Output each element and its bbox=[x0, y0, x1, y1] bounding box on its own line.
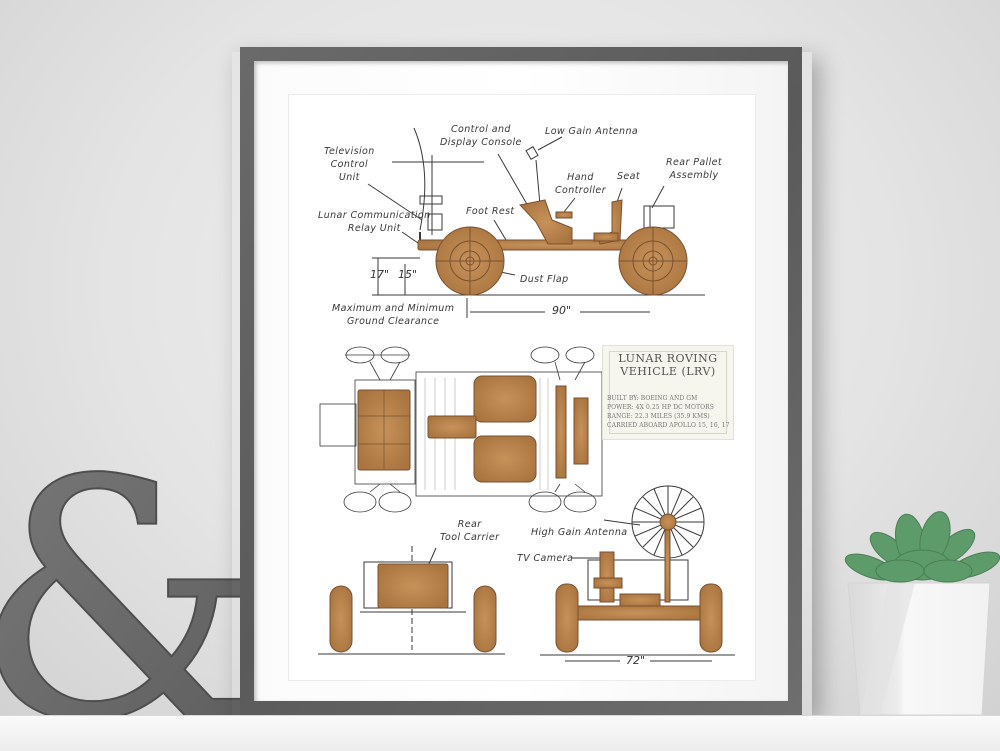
title-line: Vehicle (LRV) bbox=[620, 365, 716, 378]
label-dust-flap: Dust Flap bbox=[520, 274, 569, 285]
label-line: Lunar Communication bbox=[318, 210, 431, 221]
label-line: Display Console bbox=[440, 137, 522, 148]
svg-text:&: & bbox=[0, 410, 260, 750]
label-ground-clearance: Maximum and Minimum Ground Clearance bbox=[332, 302, 454, 328]
info-card-range: Range: 22.3 Miles (35.9 KMs) bbox=[607, 413, 710, 420]
info-card-border bbox=[609, 351, 727, 434]
label-control-display-console: Control and Display Console bbox=[440, 123, 522, 149]
label-line: Television bbox=[324, 146, 375, 157]
label-hand-controller: Hand Controller bbox=[555, 171, 606, 197]
label-line: Rear Pallet bbox=[666, 157, 722, 168]
dim-max-clearance: 17" bbox=[370, 268, 390, 281]
dim-wheelbase: 90" bbox=[552, 304, 572, 317]
label-line: Controller bbox=[555, 185, 606, 196]
label-line: Control bbox=[330, 159, 368, 170]
dim-min-clearance: 15" bbox=[398, 268, 418, 281]
label-television-control-unit: Television Control Unit bbox=[324, 145, 375, 184]
label-lunar-comm-relay-unit: Lunar Communication Relay Unit bbox=[318, 209, 431, 235]
info-card-title: Lunar Roving Vehicle (LRV) bbox=[603, 352, 733, 378]
label-line: Hand bbox=[567, 172, 594, 183]
title-line: Lunar Roving bbox=[618, 352, 718, 365]
label-seat: Seat bbox=[617, 171, 641, 182]
info-card-builder: Built by: Boeing and GM bbox=[607, 395, 698, 402]
info-card: Lunar Roving Vehicle (LRV) Built by: Boe… bbox=[602, 345, 734, 440]
label-line: Tool Carrier bbox=[440, 532, 500, 543]
info-card-missions: Carried aboard Apollo 15, 16, 17 bbox=[607, 422, 730, 429]
label-high-gain-antenna: High Gain Antenna bbox=[531, 527, 628, 538]
ampersand-sculpture-icon: & bbox=[0, 409, 260, 750]
label-line: Maximum and Minimum bbox=[332, 303, 455, 314]
info-card-power: Power: 4x 0.25 HP DC Motors bbox=[607, 404, 715, 411]
label-line: Assembly bbox=[669, 170, 719, 181]
label-foot-rest: Foot Rest bbox=[466, 206, 515, 217]
label-rear-tool-carrier: Rear Tool Carrier bbox=[440, 518, 499, 544]
shelf bbox=[0, 715, 1000, 751]
label-line: Unit bbox=[338, 172, 360, 183]
label-line: Control and bbox=[450, 124, 511, 135]
label-line: Relay Unit bbox=[347, 223, 401, 234]
dim-track-width: 72" bbox=[626, 654, 646, 667]
label-line: Ground Clearance bbox=[347, 316, 440, 327]
label-low-gain-antenna: Low Gain Antenna bbox=[545, 126, 639, 137]
label-tv-camera: TV Camera bbox=[517, 553, 574, 564]
label-line: Rear bbox=[457, 519, 482, 530]
label-rear-pallet-assembly: Rear Pallet Assembly bbox=[666, 156, 722, 182]
